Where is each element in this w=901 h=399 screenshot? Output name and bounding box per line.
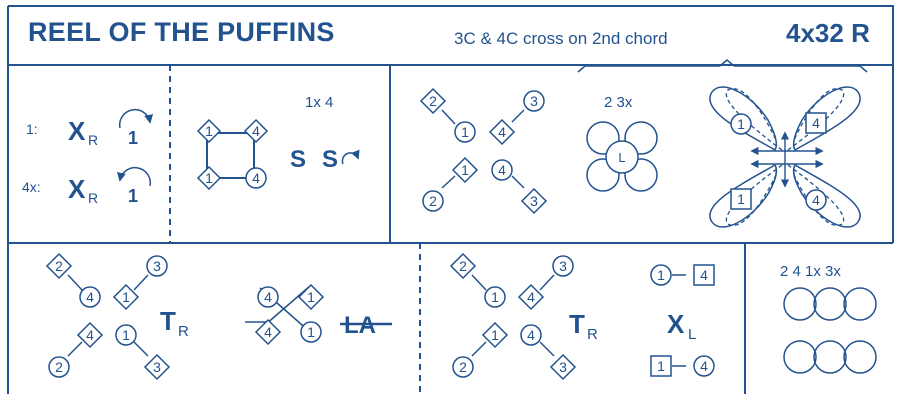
bar3-lower-mid-diamond: 1 (461, 162, 469, 178)
bar9-top-square: 4 (700, 267, 708, 283)
dance-format: 4x32 R (786, 18, 870, 48)
bracket (577, 59, 868, 73)
bar10-set: 2 4 1x 3x (780, 263, 877, 374)
bar3-positions: 2 3 1 4 1 4 2 3 (419, 87, 548, 215)
bar2-figure2: S (322, 146, 338, 173)
bar5-top-left-circle: 1 (737, 116, 745, 132)
bar6-lower-mid-circle: 1 (122, 327, 130, 343)
bar8-lower-mid-diamond: 1 (491, 327, 499, 343)
bar5-top-right-square: 4 (812, 115, 820, 131)
bar8-lower-mid-circle: 4 (527, 327, 535, 343)
bar1-line1-dancer: 1 (128, 128, 138, 148)
bar7-bl-diamond: 4 (264, 324, 272, 340)
bar7-advance: 4 1 4 1 LA (245, 283, 392, 346)
bar4-center: L (618, 150, 625, 165)
bar2-diamond-tr: 4 (252, 123, 260, 139)
bar6-bottom-right: 3 (153, 359, 161, 375)
bar3-upper-mid-circle: 1 (461, 124, 469, 140)
dance-title: REEL OF THE PUFFINS (28, 17, 335, 47)
bar7-tr-diamond: 1 (307, 289, 315, 305)
bar5-bottom-left-square: 1 (737, 191, 745, 207)
bar2-set: 1x 4 1 4 1 4 S S (196, 94, 360, 191)
bar3-bottom-right: 3 (530, 193, 538, 209)
bar1-line2-dancer: 1 (128, 186, 138, 206)
bar2-label: 1x 4 (305, 94, 333, 111)
bar4-label: 2 3x (604, 94, 633, 111)
turn-arrow-icon (118, 109, 153, 129)
bar8-upper-mid-diamond: 4 (527, 289, 535, 305)
bar5-bottom-right-circle: 4 (812, 192, 820, 208)
bar1-cross-right: 1: X R 1 4x: X R 1 (22, 109, 153, 206)
bar9-sub: L (688, 326, 696, 343)
bar2-figure1: S (290, 146, 306, 173)
bar1-line2-prefix: 4x: (22, 179, 41, 195)
bar10-label: 2 4 1x 3x (780, 263, 841, 280)
bar6-bottom-left: 2 (55, 359, 63, 375)
bar6-top-right: 3 (153, 258, 161, 274)
bar8-sub: R (587, 326, 598, 343)
bar6-top-left: 2 (55, 258, 63, 274)
bar9-cross-left: 1 4 1 4 X L (650, 264, 715, 377)
bar5-reel: 1 4 1 4 (709, 86, 861, 228)
bar8-top-left: 2 (459, 258, 467, 274)
bar9-top-circle: 1 (657, 267, 665, 283)
bar2-diamond-bl: 1 (205, 170, 213, 186)
bar8-bottom-right: 3 (559, 359, 567, 375)
bar2-diamond-tl: 1 (205, 123, 213, 139)
bar1-line1-prefix: 1: (26, 121, 38, 137)
bar1-line1-sub: R (88, 132, 98, 148)
bar6-sub: R (178, 323, 189, 340)
card-frame (7, 5, 894, 394)
bar8-top-right: 3 (559, 258, 567, 274)
turn-arrow-icon (341, 149, 360, 165)
bar3-top-right: 3 (530, 93, 538, 109)
bar7-tl-circle: 4 (264, 289, 272, 305)
bar3-lower-mid-circle: 4 (498, 162, 506, 178)
bar8-upper-mid-circle: 1 (491, 289, 499, 305)
bar7-figure: LA (344, 312, 376, 339)
bar8-bottom-left: 2 (459, 359, 467, 375)
bar9-bottom-circle: 4 (700, 358, 708, 374)
turn-arrow-icon (117, 167, 152, 187)
bar1-line1-figure: X (68, 116, 86, 146)
bar4-set: 2 3x L (586, 94, 658, 192)
bar3-top-left: 2 (429, 93, 437, 109)
bar3-upper-mid-diamond: 4 (498, 124, 506, 140)
bar1-line2-sub: R (88, 190, 98, 206)
bar7-br-circle: 1 (307, 324, 315, 340)
bar2-circle-br: 4 (252, 170, 260, 186)
bar6-lower-mid-diamond: 4 (86, 327, 94, 343)
bar9-bottom-square: 1 (657, 358, 665, 374)
bar8-figure: T (569, 309, 585, 339)
bar3-bottom-left: 2 (429, 193, 437, 209)
bar6-upper-mid-circle: 4 (86, 289, 94, 305)
bar1-line2-figure: X (68, 174, 86, 204)
bar6-upper-mid-diamond: 1 (122, 289, 130, 305)
bar6-turn: 2 3 4 1 4 1 2 3 T R (45, 252, 189, 381)
bar9-figure: X (667, 309, 685, 339)
bar8-turn: 2 3 1 4 1 4 2 3 T R (449, 252, 598, 381)
dance-subtitle: 3C & 4C cross on 2nd chord (454, 29, 668, 48)
bar6-figure: T (160, 306, 176, 336)
